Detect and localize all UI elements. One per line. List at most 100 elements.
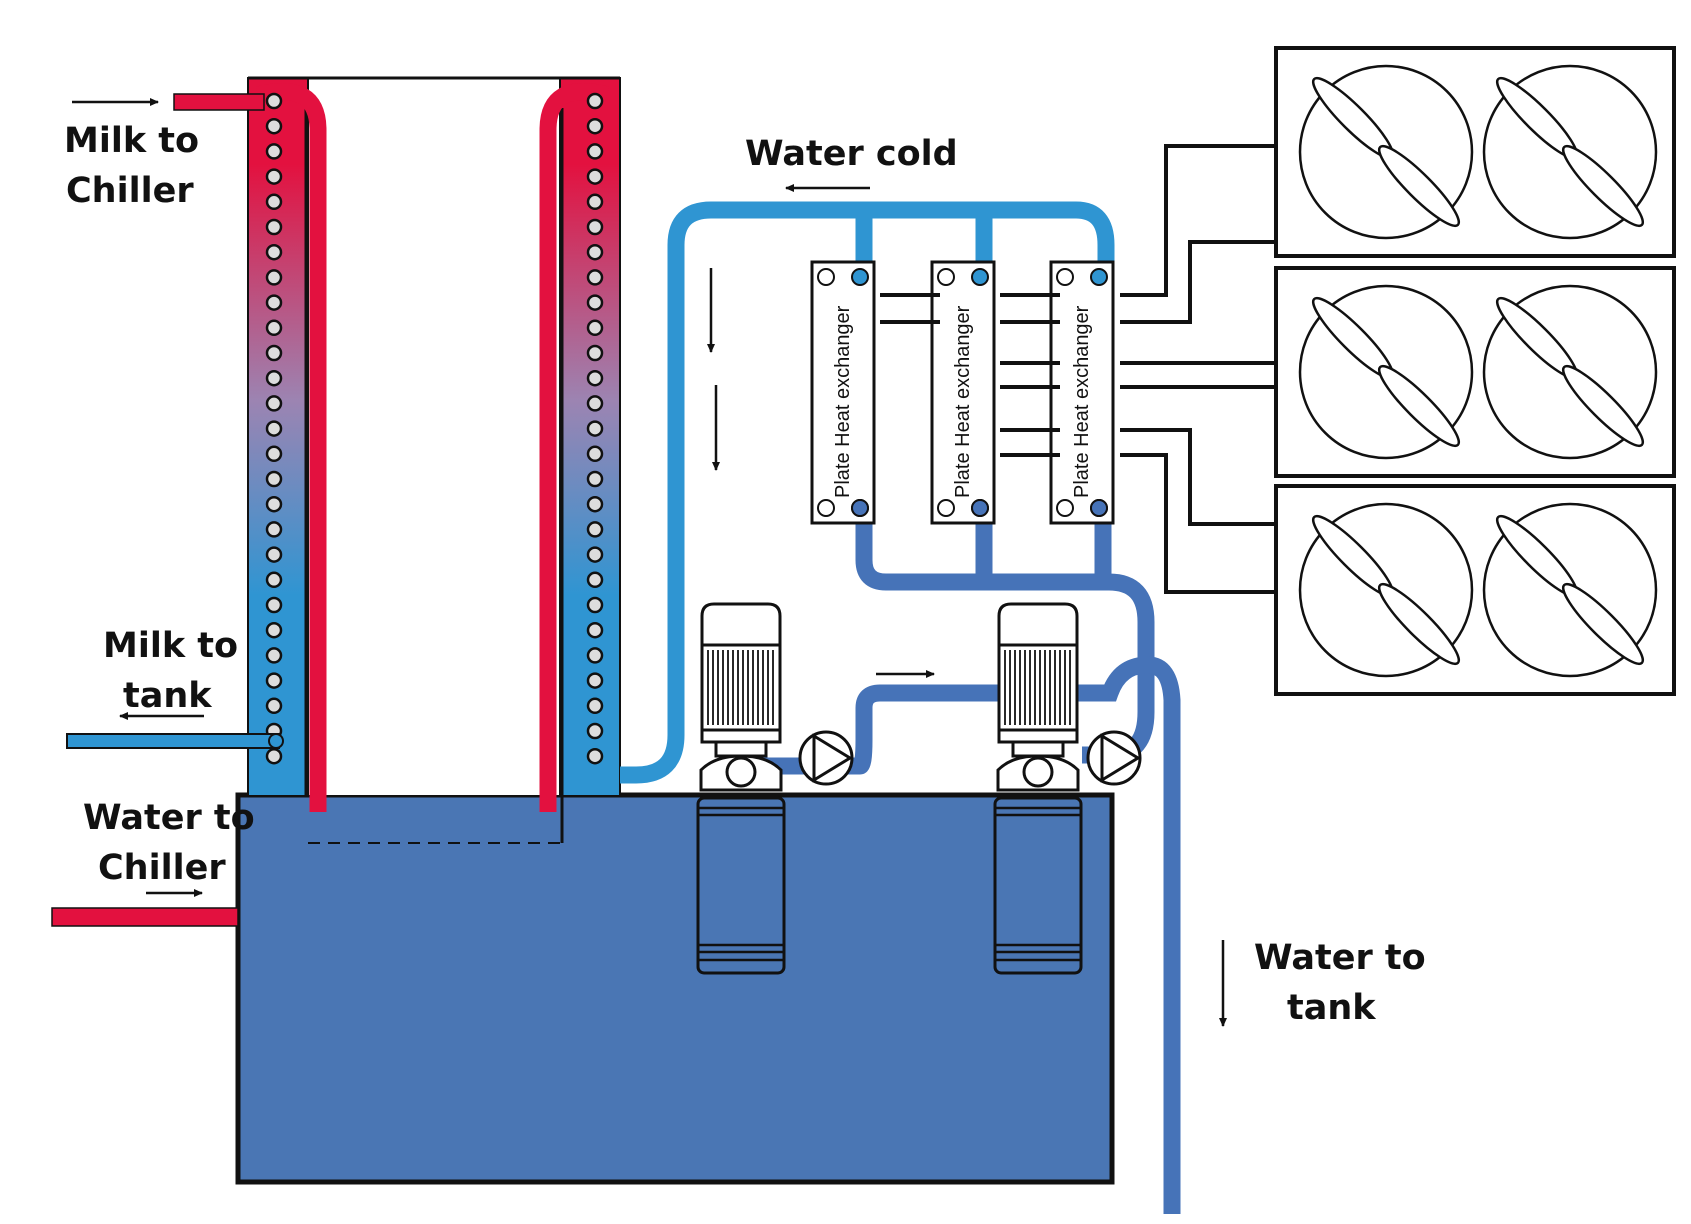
coil-ring: [586, 647, 604, 664]
phe-to-condenser-lines: [1120, 144, 1276, 594]
fan-icon: [1298, 64, 1474, 240]
coil-ring: [265, 672, 283, 689]
coil-ring: [586, 470, 604, 488]
phe-label: Plate Heat exchanger: [952, 305, 974, 498]
coil-ring: [586, 168, 604, 185]
label-milk-to-chiller-1: Milk to: [64, 121, 199, 161]
plate-heat-exchanger: Plate Heat exchanger: [930, 260, 996, 525]
coil-ring: [265, 546, 283, 563]
coil-ring: [586, 344, 604, 362]
coil-ring: [265, 319, 283, 337]
coil-ring: [586, 92, 604, 110]
label-water-cold: Water cold: [745, 134, 958, 174]
pump-motor-assembly: [696, 602, 854, 975]
fan-icon: [1482, 64, 1658, 240]
port-circle: [971, 499, 989, 517]
pump-symbol-icon: [1086, 730, 1142, 786]
coil-ring: [265, 193, 283, 211]
milk-pipe-left: [255, 83, 327, 812]
condenser-unit: [1274, 484, 1676, 696]
coil-ring: [586, 672, 604, 689]
coil-ring: [265, 92, 283, 110]
left-cooling-jacket: [247, 77, 309, 797]
coil-ring: [586, 319, 604, 337]
coil-ring: [586, 243, 604, 261]
port-circle: [851, 268, 869, 286]
coil-ring: [265, 168, 283, 185]
plate-heat-exchanger: Plate Heat exchanger: [810, 260, 876, 525]
port-circle: [851, 499, 869, 517]
pumps: [696, 602, 1142, 975]
coil-ring: [265, 495, 283, 513]
coil-ring: [586, 117, 604, 135]
milk-chiller-column: [247, 76, 621, 843]
coil-ring: [586, 269, 604, 286]
coil-ring: [265, 143, 283, 160]
coil-ring: [265, 117, 283, 135]
pump-symbol-icon: [798, 730, 854, 786]
coil-ring: [265, 395, 283, 412]
coil-ring: [265, 243, 283, 261]
coil-ring: [265, 420, 283, 437]
coil-ring: [265, 647, 283, 664]
coil-ring: [586, 193, 604, 211]
labels: Milk to Chiller Milk to tank Water to Ch…: [64, 121, 1426, 1028]
port-circle: [1090, 499, 1108, 517]
port-circle: [1056, 268, 1074, 286]
coil-ring: [265, 294, 283, 311]
coil-ring: [586, 294, 604, 311]
milk-outlet-pipe: [66, 733, 280, 749]
right-coil-rings: [586, 92, 604, 765]
coil-ring: [265, 596, 283, 614]
coil-ring: [265, 218, 283, 236]
port-circle: [1090, 268, 1108, 286]
coil-ring: [586, 722, 604, 740]
coil-ring: [586, 571, 604, 589]
phe-label: Plate Heat exchanger: [1071, 305, 1093, 498]
coil-ring: [586, 445, 604, 463]
water-tank: [235, 792, 1115, 1185]
label-water-to-tank-2: tank: [1287, 988, 1376, 1028]
phe-connection-bars: [880, 293, 1060, 457]
coil-ring: [265, 445, 283, 463]
coil-ring: [265, 521, 283, 538]
coil-ring: [586, 495, 604, 513]
condenser-fan-bank: [1274, 46, 1676, 696]
coil-ring: [265, 571, 283, 589]
label-water-to-chiller-2: Chiller: [98, 848, 226, 888]
coil-ring: [586, 596, 604, 614]
coil-ring: [586, 395, 604, 412]
port-circle: [937, 499, 955, 517]
fan-icon: [1482, 284, 1658, 460]
coil-ring: [586, 621, 604, 639]
port-circle: [937, 268, 955, 286]
port-circle: [971, 268, 989, 286]
coil-ring: [265, 747, 283, 765]
coil-ring: [586, 697, 604, 715]
coil-ring: [586, 143, 604, 160]
coil-ring: [265, 269, 283, 286]
coil-ring: [586, 420, 604, 437]
port-circle: [1056, 499, 1074, 517]
plate-heat-exchangers: Plate Heat exchanger Plate Heat exchanger…: [810, 260, 1115, 525]
plate-heat-exchanger: Plate Heat exchanger: [1049, 260, 1115, 525]
flow-arrows: [72, 98, 1227, 1027]
fan-icon: [1298, 502, 1474, 678]
coil-ring: [265, 369, 283, 387]
right-cooling-jacket: [559, 77, 621, 797]
coil-ring: [586, 521, 604, 538]
coil-ring: [586, 546, 604, 563]
coil-ring: [265, 697, 283, 715]
port-circle: [817, 268, 835, 286]
pump-1-discharge-pipe: [768, 656, 1181, 1214]
port-circle: [817, 499, 835, 517]
left-coil-rings: [265, 92, 283, 765]
fan-icon: [1482, 502, 1658, 678]
label-water-to-chiller-1: Water to: [83, 798, 255, 838]
water-cold-pipe: [620, 201, 1115, 784]
coil-ring: [265, 621, 283, 639]
coil-ring: [586, 369, 604, 387]
phe-label: Plate Heat exchanger: [832, 305, 854, 498]
milk-inlet-pipe: [173, 93, 265, 111]
